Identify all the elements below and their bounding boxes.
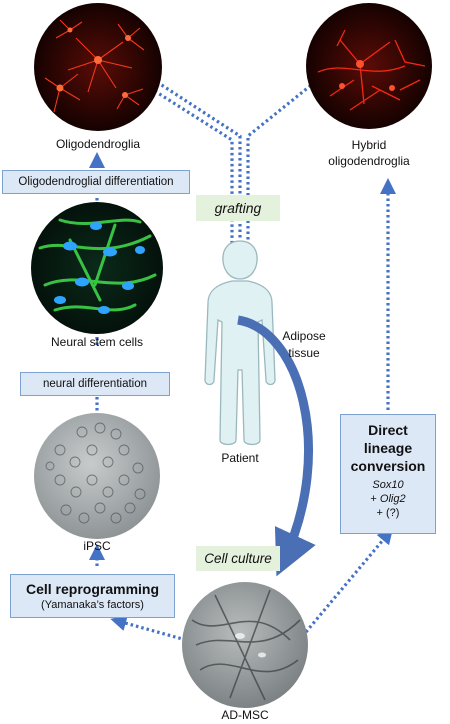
adipose-line1: Adipose xyxy=(274,328,334,345)
adipose-tissue-label: Adipose tissue xyxy=(274,328,334,362)
adipose-line2: tissue xyxy=(274,345,334,362)
hybrid-label-line2: oligodendroglia xyxy=(309,153,429,169)
arrow-to-direct-conversion xyxy=(306,534,388,632)
reprogramming-title: Cell reprogramming xyxy=(11,580,174,598)
oligodendroglia-label: Oligodendroglia xyxy=(38,137,158,151)
ad-msc-label: AD-MSC xyxy=(210,708,280,722)
direct-unknown: + (?) xyxy=(341,506,435,520)
neural-stem-cells-label: Neural stem cells xyxy=(32,335,162,349)
ad-msc-image xyxy=(182,582,308,708)
hybrid-oligodendroglia-image xyxy=(306,3,432,129)
oligodendroglial-differentiation-box: Oligodendroglial differentiation xyxy=(2,170,190,194)
reprogramming-subtitle: (Yamanaka’s factors) xyxy=(11,598,174,613)
patient-figure xyxy=(205,241,275,445)
direct-title-line1: Direct xyxy=(341,421,435,439)
direct-title-line3: conversion xyxy=(341,457,435,475)
direct-title-line2: lineage xyxy=(341,439,435,457)
arrow-to-reprogramming xyxy=(118,621,186,640)
direct-sox10: Sox10 xyxy=(341,478,435,492)
cell-reprogramming-box: Cell reprogramming (Yamanaka’s factors) xyxy=(10,574,175,618)
oligodendroglia-image xyxy=(34,3,162,131)
direct-olig2: Olig2 xyxy=(380,493,406,505)
direct-olig2-prefix: + xyxy=(370,493,379,505)
direct-lineage-conversion-box: Direct lineage conversion Sox10 + Olig2 … xyxy=(340,414,436,534)
cell-culture-box: Cell culture xyxy=(196,546,280,571)
ipsc-image xyxy=(34,413,160,539)
ipsc-label: iPSC xyxy=(67,539,127,553)
hybrid-label-line1: Hybrid xyxy=(309,137,429,153)
patient-label: Patient xyxy=(210,451,270,465)
hybrid-oligodendroglia-label: Hybrid oligodendroglia xyxy=(309,137,429,169)
direct-olig2-line: + Olig2 xyxy=(341,492,435,506)
neural-stem-cells-image xyxy=(31,202,163,334)
connector-hybrid-graft xyxy=(248,82,315,252)
neural-differentiation-box: neural differentiation xyxy=(20,372,170,396)
grafting-box: grafting xyxy=(196,195,280,221)
